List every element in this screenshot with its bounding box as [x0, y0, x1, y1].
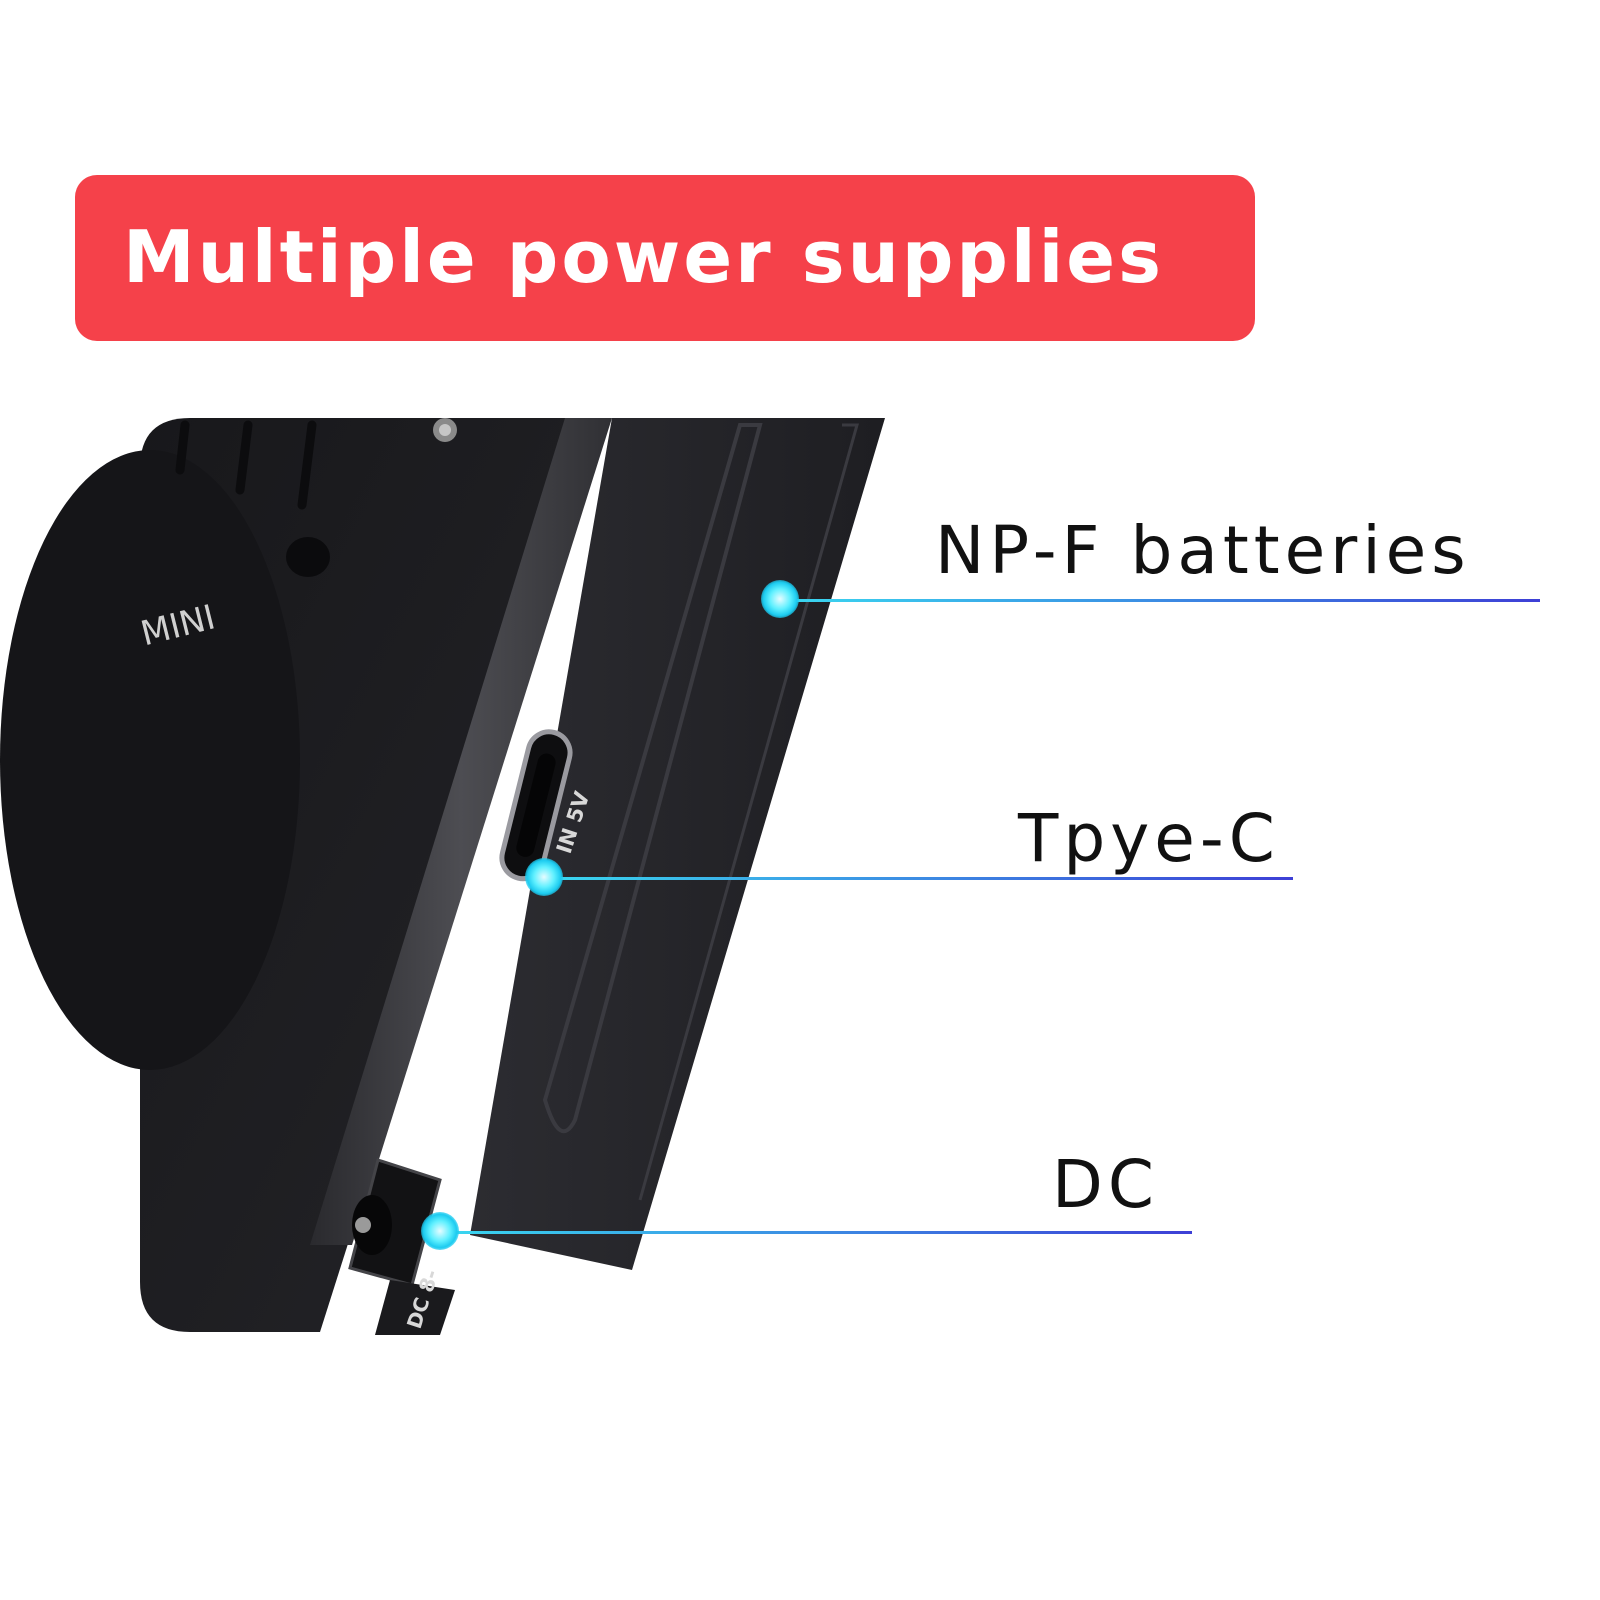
callout-dot-type-c — [525, 858, 563, 896]
leader-line-np-f — [780, 599, 1540, 602]
title-banner: Multiple power supplies — [75, 175, 1255, 341]
callout-label-np-f-batteries: NP-F batteries — [935, 512, 1471, 589]
callout-dot-dc — [421, 1212, 459, 1250]
callout-dot-np-f — [761, 580, 799, 618]
device-bevel — [310, 418, 612, 1245]
usb-c-port — [499, 729, 573, 882]
callout-label-type-c: Tpye-C — [1018, 800, 1280, 877]
leader-line-dc — [440, 1231, 1192, 1234]
battery-groove — [542, 423, 763, 1134]
battery-plate — [470, 418, 885, 1270]
banner-title: Multiple power supplies — [123, 215, 1164, 299]
vent-slots — [175, 420, 317, 510]
dc-port — [348, 1158, 442, 1287]
knob — [286, 537, 330, 577]
leader-line-type-c — [545, 877, 1293, 880]
callout-label-dc: DC — [1052, 1146, 1159, 1223]
rear-round-panel — [0, 450, 300, 1070]
